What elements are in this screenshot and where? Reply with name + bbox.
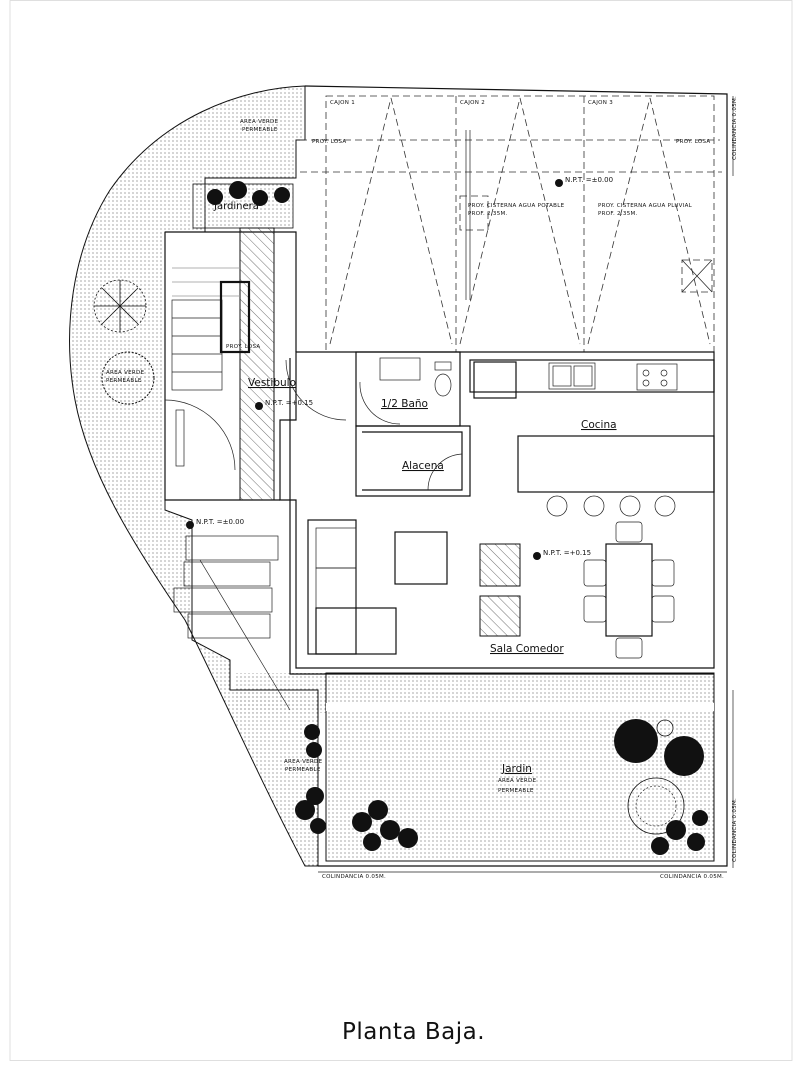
stair-handrail	[219, 280, 251, 354]
stool	[546, 495, 568, 517]
level-marker-sala	[533, 552, 541, 560]
bath-sink	[379, 357, 421, 381]
tree-large	[664, 736, 704, 776]
stool	[619, 495, 641, 517]
label-cajon-1: CAJON 1	[330, 100, 355, 106]
stool	[654, 495, 676, 517]
level-npt-entrada: N.P.T. =±0.00	[196, 518, 244, 526]
garden-white-strip	[326, 703, 714, 711]
label-colindancia-bottom-left: COLINDANCIA 0.05M.	[322, 874, 386, 880]
cistern-potable	[459, 195, 489, 231]
garage-area	[325, 95, 715, 353]
armchair	[479, 543, 521, 587]
label-area-verde-b: AREA VERDE	[106, 370, 145, 376]
entry-step	[185, 535, 279, 561]
label-cajon-2: CAJON 2	[460, 100, 485, 106]
room-jardinera: Jardinera	[213, 201, 259, 212]
coffee-table	[394, 531, 448, 585]
label-cisterna-potable-1: PROY. CISTERNA AGUA POTABLE	[468, 203, 565, 209]
sofa-chaise	[315, 607, 397, 655]
level-marker-garage	[555, 179, 563, 187]
label-permeable-a: PERMEABLE	[242, 127, 278, 133]
entry-step	[173, 587, 273, 613]
drawing-title: Planta Baja.	[342, 1019, 485, 1045]
label-area-verde-c: AREA VERDE	[284, 759, 323, 765]
sink	[548, 362, 596, 390]
room-medio-bano: 1/2 Baño	[381, 398, 428, 410]
tree-canopy-outline	[627, 777, 685, 835]
half-bath	[355, 351, 461, 427]
tree-large	[614, 719, 658, 763]
stove	[636, 363, 678, 391]
green-area-left	[69, 85, 319, 867]
label-proy-losa-right: PROY. LOSA	[676, 139, 710, 145]
stool	[583, 495, 605, 517]
level-marker-entrada	[186, 521, 194, 529]
stairwell-wall-hatch	[239, 227, 275, 501]
level-npt-sala: N.P.T. =+0.15	[543, 549, 591, 557]
armchair	[479, 595, 521, 637]
label-area-verde-d: AREA VERDE	[498, 778, 537, 784]
level-marker-vestibulo	[255, 402, 263, 410]
label-colindancia-right-bottom: COLINDANCIA 0.05M.	[732, 798, 738, 862]
label-permeable-d: PERMEABLE	[498, 788, 534, 794]
entry-step	[187, 613, 271, 639]
label-permeable-b: PERMEABLE	[106, 378, 142, 384]
tree-outline	[656, 719, 674, 737]
label-area-verde-a: AREA VERDE	[240, 119, 279, 125]
refrigerator	[473, 361, 517, 399]
sheet-border	[9, 0, 793, 1061]
room-alacena: Alacena	[402, 460, 444, 472]
entry-step	[183, 561, 271, 587]
kitchen-island	[517, 435, 715, 493]
label-cajon-3: CAJON 3	[588, 100, 613, 106]
label-colindancia-right-top: COLINDANCIA 0.05M.	[732, 96, 738, 160]
room-cocina: Cocina	[581, 419, 617, 431]
dining-table	[605, 543, 653, 637]
kitchen-counter	[469, 359, 715, 393]
shrub-cluster	[101, 181, 708, 855]
door-leaf	[175, 409, 185, 467]
label-colindancia-bottom-right: COLINDANCIA 0.05M.	[660, 874, 724, 880]
stair-core-walls	[164, 231, 297, 501]
level-npt-garage: N.P.T. =±0.00	[565, 176, 613, 184]
label-cisterna-pluvial-1: PROY. CISTERNA AGUA PLUVIAL	[598, 203, 693, 209]
stair-flight	[171, 299, 223, 391]
label-proy-losa-small: PROY. LOSA	[226, 344, 260, 350]
property-boundary	[304, 85, 728, 867]
room-jardin: Jardin	[501, 763, 532, 775]
label-cisterna-pluvial-2: PROF. 2.35M.	[598, 211, 638, 217]
sofa	[307, 519, 357, 655]
tree-symbol-star	[93, 279, 147, 333]
room-sala-comedor: Sala Comedor	[490, 643, 564, 655]
label-permeable-c: PERMEABLE	[285, 767, 321, 773]
green-area-strip	[236, 673, 326, 713]
label-proy-losa-left: PROY. LOSA	[312, 139, 346, 145]
level-npt-vestibulo: N.P.T. =+0.15	[265, 399, 313, 407]
toilet	[434, 373, 452, 397]
label-cisterna-potable-2: PROF. 2.35M.	[468, 211, 508, 217]
cistern-pluvial	[681, 259, 713, 293]
pantry-walls	[355, 425, 471, 497]
room-vestibulo: Vestibulo	[248, 377, 296, 389]
